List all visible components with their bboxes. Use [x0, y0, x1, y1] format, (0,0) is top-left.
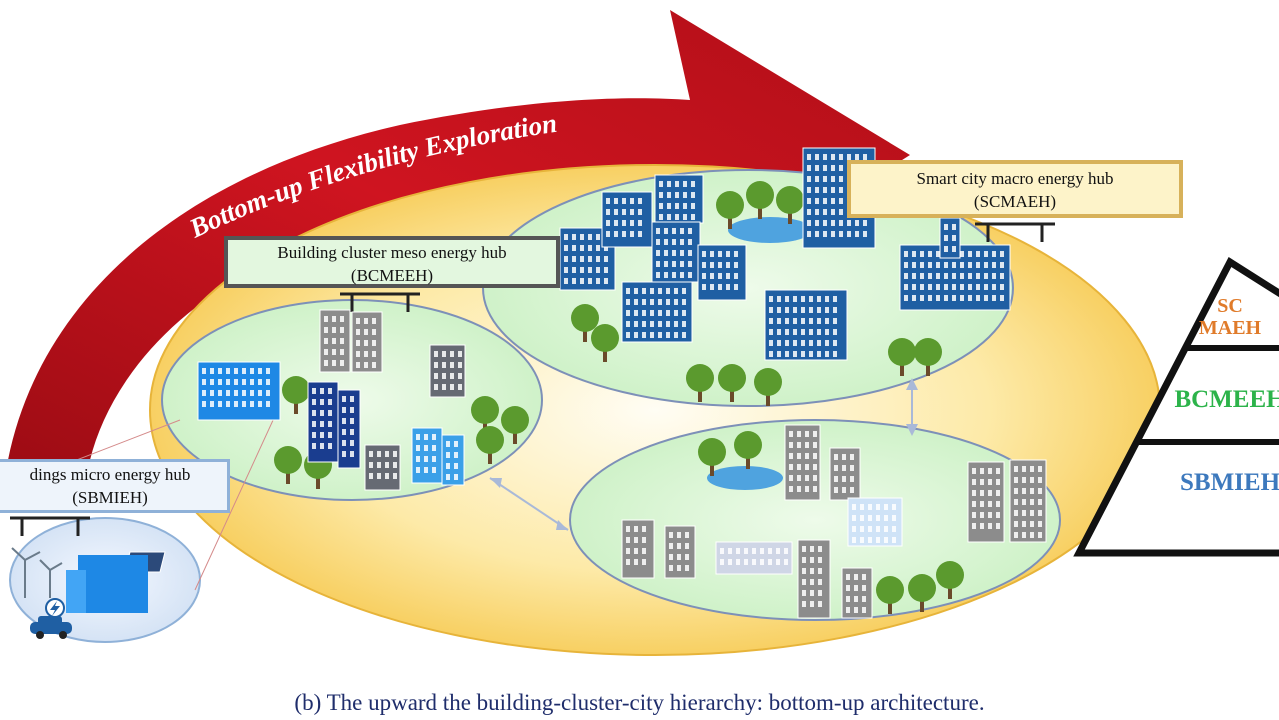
scmaeh-label-box: Smart city macro energy hub (SCMAEH)	[847, 160, 1183, 218]
pylon-sbmieh	[10, 516, 90, 536]
tree-icon	[914, 338, 942, 376]
gray-building-icon	[319, 309, 351, 373]
sbmieh-title: dings micro energy hub	[29, 465, 191, 484]
gray-building-icon	[797, 539, 831, 619]
scmaeh-acronym: (SCMAEH)	[973, 191, 1057, 211]
link-arrowhead	[906, 424, 918, 436]
tree-icon	[776, 186, 804, 224]
tree-icon	[501, 406, 529, 444]
blue-building-icon	[764, 289, 848, 361]
pyramid-top-line1: SC	[1217, 295, 1243, 317]
pond	[707, 466, 783, 490]
tree-icon	[888, 338, 916, 376]
ev-charging-icon	[45, 598, 65, 618]
gray-building-icon	[967, 461, 1005, 543]
blue-building-icon	[601, 191, 653, 248]
gray-building-icon	[621, 519, 655, 579]
pylon-bcmeeh	[340, 292, 420, 312]
tree-icon	[282, 376, 310, 414]
bcmeeh-label-box: Building cluster meso energy hub (BCMEEH…	[224, 236, 560, 288]
tree-icon	[746, 181, 774, 219]
sbmieh-label-box: dings micro energy hub (SBMIEH)	[0, 459, 230, 513]
tree-icon	[471, 396, 499, 434]
blue-building-icon	[621, 281, 693, 343]
office-building-icon	[847, 497, 903, 547]
pyramid-middle-label: BCMEEH	[1174, 386, 1279, 413]
tree-icon	[698, 438, 726, 476]
bcmeeh-title: Building cluster meso energy hub	[277, 243, 507, 262]
scmaeh-title: Smart city macro energy hub	[916, 169, 1114, 188]
pyramid-top-label: SC MAEH	[1180, 295, 1279, 339]
blue-building-icon	[441, 434, 465, 486]
pyramid-top-line2: MAEH	[1198, 317, 1262, 339]
pond	[728, 217, 812, 243]
gray-building-icon	[351, 311, 383, 373]
tree-icon	[591, 324, 619, 362]
tree-icon	[571, 304, 599, 342]
figure-caption: (b) The upward the building-cluster-city…	[294, 690, 985, 715]
zoom-line-2	[194, 404, 281, 591]
gray-building-icon	[364, 444, 401, 491]
wind-turbine-icon	[11, 547, 63, 598]
gray-building-icon	[829, 447, 861, 501]
tree-icon	[908, 574, 936, 612]
blue-building-icon	[411, 427, 443, 484]
link-arrowhead	[906, 378, 918, 390]
tree-icon	[476, 426, 504, 464]
navy-building-icon	[307, 381, 339, 463]
link-left-bottom	[489, 477, 569, 531]
buildings-group	[197, 147, 1047, 619]
blue-building-icon	[939, 217, 961, 259]
flexibility-arrow	[8, 10, 910, 460]
tree-icon	[754, 368, 782, 406]
blue-building-icon	[197, 361, 281, 421]
gray-building-icon	[664, 525, 696, 579]
blue-building-icon	[697, 244, 747, 301]
townhall-building-icon	[715, 541, 793, 575]
link-arrowhead	[490, 478, 502, 488]
blue-building-icon	[651, 221, 701, 283]
tree-icon	[936, 561, 964, 599]
gray-building-icon	[1009, 459, 1047, 543]
gray-building-icon	[429, 344, 466, 398]
blue-building-icon	[899, 244, 1011, 311]
tree-icon	[718, 364, 746, 402]
navy-building-icon	[337, 389, 361, 469]
link-arrowhead	[556, 520, 568, 530]
pylon-scmaeh	[975, 222, 1055, 242]
tree-icon	[686, 364, 714, 402]
tree-icon	[734, 431, 762, 469]
tree-icon	[274, 446, 302, 484]
gray-building-icon	[841, 567, 873, 619]
tree-icon	[716, 191, 744, 229]
electric-car-icon	[30, 616, 72, 639]
sbmieh-acronym: (SBMIEH)	[72, 487, 148, 507]
gray-building-icon	[784, 424, 821, 501]
pyramid-bottom-label: SBMIEH	[1179, 469, 1279, 496]
tree-icon	[876, 576, 904, 614]
micro-building-icon	[66, 555, 148, 613]
blue-building-icon	[654, 174, 704, 224]
bcmeeh-acronym: (BCMEEH)	[350, 265, 434, 285]
hierarchy-pyramid	[1073, 257, 1279, 557]
